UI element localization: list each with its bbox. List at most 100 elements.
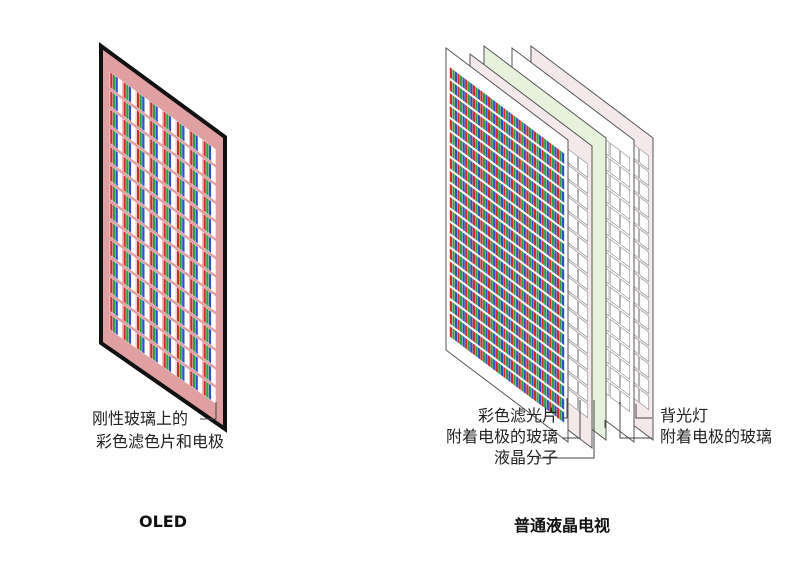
lcd-filter-subpixel bbox=[505, 251, 509, 264]
oled-subpixel bbox=[192, 317, 196, 334]
oled-subpixel bbox=[163, 259, 166, 276]
lcd-filter-subpixel bbox=[454, 226, 458, 239]
lcd-filter-subpixel bbox=[495, 153, 498, 166]
oled-subpixel bbox=[176, 287, 180, 304]
lcd-filter-subpixel bbox=[495, 244, 498, 257]
lcd-filter-subpixel bbox=[488, 186, 491, 199]
oled-subpixel bbox=[142, 114, 145, 131]
oled-subpixel bbox=[176, 195, 180, 212]
oled-subpixel bbox=[136, 314, 140, 332]
oled-subpixel bbox=[110, 202, 113, 220]
lcd-electrode-cell bbox=[609, 366, 620, 389]
oled-subpixel bbox=[182, 346, 185, 363]
oled-subpixel bbox=[203, 306, 206, 323]
lcd-filter-subpixel bbox=[528, 385, 531, 398]
lcd-filter-subpixel bbox=[452, 289, 455, 302]
lcd-filter-subpixel bbox=[554, 327, 557, 340]
lcd-filter-subpixel bbox=[523, 174, 526, 187]
lcd-filter-subpixel bbox=[470, 328, 473, 341]
oled-subpixel bbox=[192, 132, 196, 150]
lcd-filter-subpixel bbox=[516, 272, 519, 285]
oled-subpixel bbox=[168, 115, 172, 132]
lcd-filter-subpixel bbox=[495, 140, 498, 153]
lcd-filter-subpixel bbox=[561, 281, 565, 294]
lcd-filter-subpixel bbox=[549, 155, 552, 168]
lcd-filter-subpixel bbox=[516, 169, 519, 181]
lcd-filter-subpixel bbox=[457, 176, 460, 189]
oled-subpixel bbox=[150, 324, 153, 341]
lcd-filter-subpixel bbox=[475, 254, 478, 267]
lcd-filter-subpixel bbox=[462, 219, 465, 232]
lcd-filter-subpixel bbox=[503, 133, 506, 146]
lcd-filter-subpixel bbox=[536, 249, 539, 262]
lcd-filter-subpixel bbox=[490, 214, 493, 227]
oled-subpixel bbox=[163, 166, 166, 184]
lcd-filter-subpixel bbox=[528, 372, 531, 385]
lcd-filter-subpixel bbox=[485, 236, 488, 249]
lcd-filter-subpixel bbox=[508, 228, 511, 240]
lcd-filter-subpixel bbox=[465, 117, 468, 130]
oled-subpixel bbox=[139, 112, 142, 129]
leader-backlight bbox=[635, 404, 652, 419]
oled-subpixel bbox=[163, 315, 166, 332]
lcd-filter-subpixel bbox=[521, 250, 524, 263]
lcd-filter-subpixel bbox=[539, 160, 542, 173]
oled-subpixel bbox=[123, 175, 126, 192]
lcd-filter-subpixel bbox=[477, 230, 481, 243]
lcd-filter-subpixel bbox=[482, 195, 486, 208]
lcd-filter-subpixel bbox=[498, 349, 501, 362]
lcd-filter-subpixel bbox=[495, 257, 498, 270]
lcd-filter-subpixel bbox=[495, 296, 498, 308]
lcd-filter-subpixel bbox=[490, 227, 493, 240]
lcd-filter-subpixel bbox=[505, 187, 509, 200]
lcd-electrode-cell bbox=[639, 148, 650, 171]
lcd-filter-subpixel bbox=[462, 141, 465, 154]
lcd-filter-subpixel bbox=[559, 279, 562, 292]
lcd-filter-subpixel bbox=[500, 325, 503, 338]
lcd-filter-subpixel bbox=[551, 312, 554, 325]
oled-subpixel bbox=[182, 180, 185, 197]
lcd-filter-subpixel bbox=[498, 272, 501, 285]
lcd-filter-subpixel bbox=[465, 247, 468, 260]
lcd-filter-subpixel bbox=[457, 293, 460, 306]
lcd-filter-subpixel bbox=[549, 181, 552, 194]
lcd-filter-subpixel bbox=[485, 249, 488, 262]
lcd-filter-subpixel bbox=[460, 230, 463, 243]
lcd-electrode-cell bbox=[639, 324, 650, 347]
lcd-filter-subpixel bbox=[462, 193, 465, 206]
lcd-filter-subpixel bbox=[561, 371, 565, 384]
oled-subpixel bbox=[176, 305, 180, 323]
lcd-filter-subpixel bbox=[551, 221, 554, 234]
lcd-filter-subpixel bbox=[531, 128, 534, 141]
lcd-electrode-cell bbox=[578, 236, 589, 259]
lcd-filter-subpixel bbox=[528, 333, 531, 346]
oled-subpixel bbox=[112, 260, 116, 278]
lcd-filter-subpixel bbox=[488, 329, 491, 342]
oled-subpixel bbox=[168, 337, 172, 354]
lcd-filter-subpixel bbox=[503, 185, 506, 198]
lcd-filter-subpixel bbox=[452, 198, 455, 211]
lcd-filter-subpixel bbox=[526, 383, 529, 396]
lcd-filter-subpixel bbox=[495, 308, 498, 321]
lcd-filter-subpixel bbox=[541, 356, 544, 369]
lcd-filter-subpixel bbox=[531, 167, 534, 180]
lcd-filter-subpixel bbox=[488, 277, 491, 290]
oled-subpixel bbox=[168, 170, 172, 188]
lcd-electrode-cell bbox=[620, 358, 631, 381]
lcd-filter-subpixel bbox=[518, 339, 521, 352]
lcd-filter-subpixel bbox=[556, 199, 560, 212]
lcd-filter-subpixel bbox=[528, 346, 531, 359]
lcd-filter-subpixel bbox=[493, 164, 496, 177]
lcd-filter-subpixel bbox=[516, 363, 519, 376]
lcd-filter-subpixel bbox=[475, 151, 478, 164]
lcd-filter-subpixel bbox=[470, 276, 473, 289]
oled-subpixel bbox=[190, 167, 193, 185]
lcd-filter-subpixel bbox=[559, 201, 562, 214]
oled-subpixel bbox=[155, 216, 158, 234]
oled-subpixel bbox=[163, 204, 166, 221]
oled-subpixel bbox=[195, 226, 198, 244]
lcd-filter-subpixel bbox=[460, 282, 463, 295]
lcd-filter-subpixel bbox=[536, 275, 539, 287]
lcd-filter-subpixel bbox=[482, 208, 486, 221]
oled-subpixel bbox=[192, 206, 196, 223]
